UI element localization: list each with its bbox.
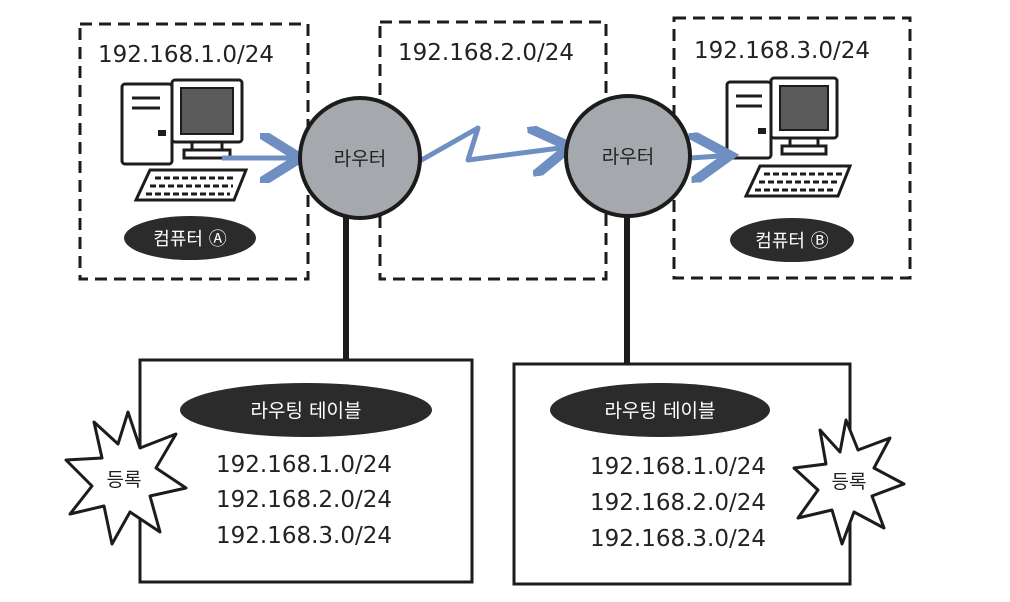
computer-b-label-pill xyxy=(730,218,854,262)
computer-a-label-pill xyxy=(124,216,256,260)
router-2 xyxy=(564,94,692,218)
computer-b-icon xyxy=(725,76,853,198)
register-badge-2-label: 등록 xyxy=(832,471,867,493)
network-label-2: 192.168.2.0/24 xyxy=(398,40,574,66)
network-box-1 xyxy=(78,22,310,281)
router-1-label: 라우터 xyxy=(334,148,386,170)
computer-b-label: 컴퓨터 Ⓑ xyxy=(755,231,828,252)
router-1 xyxy=(298,96,422,220)
routing-table-1-title-pill xyxy=(180,383,432,437)
computer-a-icon xyxy=(120,78,249,202)
router-2-label: 라우터 xyxy=(602,146,654,168)
routing-table-2-title-pill xyxy=(550,383,770,437)
network-label-3: 192.168.3.0/24 xyxy=(694,38,870,64)
routing-table-1-title: 라우팅 테이블 xyxy=(251,400,362,422)
routing-table-1-entry-2: 192.168.2.0/24 xyxy=(216,487,392,513)
routing-table-2-entry-2: 192.168.2.0/24 xyxy=(590,490,766,516)
register-badge-1-label: 등록 xyxy=(107,469,142,491)
routing-table-1-entry-3: 192.168.3.0/24 xyxy=(216,523,392,549)
routing-table-2-entry-1: 192.168.1.0/24 xyxy=(590,454,766,480)
network-label-1: 192.168.1.0/24 xyxy=(98,42,274,68)
computer-a-label: 컴퓨터 Ⓐ xyxy=(153,229,226,250)
register-badge-1 xyxy=(64,410,188,546)
routing-table-2-title: 라우팅 테이블 xyxy=(605,400,716,422)
register-badge-2 xyxy=(792,418,906,546)
arrow-router1-to-router2 xyxy=(416,128,560,162)
routing-table-1-entry-1: 192.168.1.0/24 xyxy=(216,452,392,478)
routing-table-2-entry-3: 192.168.3.0/24 xyxy=(590,526,766,552)
arrow-router2-to-computer-b xyxy=(690,156,720,158)
